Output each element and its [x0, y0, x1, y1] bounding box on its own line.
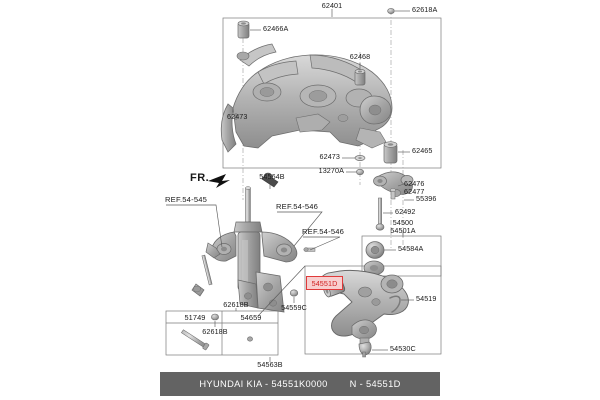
callout-54563b: 54563B — [257, 360, 283, 369]
inset-header-51749: 51749 — [184, 313, 206, 322]
nut-54564b-part — [261, 172, 279, 188]
callout-62401: 62401 — [321, 1, 343, 10]
bushing-62466a-part — [237, 20, 250, 39]
clip-54519-part — [389, 295, 401, 313]
callout-54564b: 54564B — [259, 172, 285, 181]
callout-54584a: 54584A — [398, 244, 424, 253]
bushing-62468-part — [354, 69, 366, 86]
front-subframe-part — [220, 43, 393, 153]
stabilizer-link-left-part — [191, 242, 221, 297]
ball-joint-54530c-part — [358, 337, 372, 358]
banner-right-text: N - 54551D — [349, 379, 401, 389]
callout-54500: 54500 — [392, 218, 414, 227]
callout-62476: 62476 — [404, 179, 425, 188]
bolt-13270a-part — [356, 168, 364, 176]
callout-54559c: 54559C — [281, 303, 307, 312]
callout-ref-54-545: REF.54-545 — [165, 195, 208, 204]
callout-62473-left: 62473 — [227, 112, 248, 121]
bushing-54584a-part — [363, 241, 385, 276]
washer-62473-part — [354, 155, 366, 161]
callout-55396: 55396 — [416, 194, 437, 203]
callout-62618a: 62618A — [412, 5, 438, 14]
callout-62468: 62468 — [349, 52, 371, 61]
callout-ref-54-546-right: REF.54-546 — [302, 227, 345, 236]
stabilizer-bar-part — [373, 171, 414, 231]
bolt-62618b-part — [211, 313, 219, 321]
callout-62466a: 62466A — [263, 24, 289, 33]
highlighted-callout-54551d[interactable]: 54551D — [306, 276, 343, 290]
leader-lines — [166, 9, 414, 362]
inset-table-graphics — [166, 311, 278, 355]
bolt-right-ref-part — [303, 247, 316, 252]
callout-62473-mid: 62473 — [319, 152, 340, 161]
brand-part-number-banner: HYUNDAI KIA - 54551K0000 N - 54551D — [160, 372, 440, 396]
strut-assembly-part — [211, 186, 298, 313]
callout-62618b-inset: 62618B — [223, 300, 249, 309]
bushing-62465-part — [383, 141, 398, 164]
callout-ref-54-546-mid: REF.54-546 — [276, 202, 319, 211]
bolt-54559c-part — [289, 289, 299, 297]
bolt-62618a-part — [387, 8, 395, 14]
banner-left-text: HYUNDAI KIA - 54551K0000 — [199, 379, 328, 389]
callout-13270a: 13270A — [318, 166, 344, 175]
callout-54501a: 54501A — [390, 226, 416, 235]
callout-54530c: 54530C — [390, 344, 416, 353]
fr-orientation-label: FR. — [190, 172, 210, 184]
callout-62492: 62492 — [395, 207, 416, 216]
callout-62618b: 62618B — [202, 327, 228, 336]
callout-62465: 62465 — [412, 146, 433, 155]
inset-header-54659: 54659 — [240, 313, 262, 322]
callout-54519: 54519 — [416, 294, 437, 303]
fr-direction-arrow-icon — [208, 174, 230, 188]
highlighted-callout-label: 54551D — [311, 278, 338, 288]
callout-62477: 62477 — [404, 187, 425, 196]
